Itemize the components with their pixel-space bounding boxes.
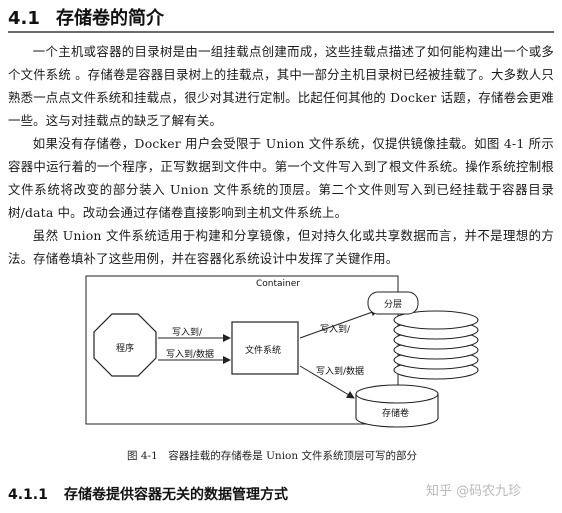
paragraph-3: 虽然 Union 文件系统适用于构建和分享镜像，但对持久化或共享数据而言，并不是… <box>8 228 554 266</box>
paragraph-2: 如果没有存储卷，Docker 用户会受限于 Union 文件系统，仅提供镜像挂载… <box>8 136 554 220</box>
subsection-title: 存储卷提供容器无关的数据管理方式 <box>64 487 288 503</box>
filesystem-box <box>231 321 299 375</box>
body-text: 一个主机或容器的目录树是由一组挂载点创建而成，这些挂载点描述了如何能构建出一个或… <box>8 40 554 270</box>
figure-4-1: Container 程序 写入到/ 写入到/数据 文件系统 写入到/ 写入到/数… <box>84 270 486 428</box>
program-octagon <box>93 313 157 377</box>
figure-caption: 图 4-1 容器挂载的存储卷是 Union 文件系统顶层可写的部分 <box>127 450 417 462</box>
arrow-to-volume <box>299 365 355 399</box>
heading-rule <box>8 31 554 33</box>
figure-diagram <box>85 275 479 428</box>
paragraph-1: 一个主机或容器的目录树是由一组挂载点创建而成，这些挂载点描述了如何能构建出一个或… <box>8 44 554 128</box>
write-to-root-label: 写入到/ <box>320 325 351 335</box>
watermark-text: 知乎 @码农九珍 <box>426 484 522 499</box>
section-title: 存储卷的简介 <box>56 8 164 29</box>
arrow-to-layers <box>299 308 379 339</box>
filesystem-label: 文件系统 <box>245 346 282 356</box>
layers-label: 分层 <box>384 300 403 310</box>
section-heading: 4.1 存储卷的简介 <box>8 4 164 30</box>
write-label-bottom: 写入到/数据 <box>166 350 215 360</box>
write-label-top: 写入到/ <box>172 328 203 338</box>
watermark: 知乎 @码农九珍 <box>426 480 521 499</box>
layers-label-box <box>367 291 419 315</box>
section-number: 4.1 <box>8 8 40 29</box>
write-to-data-label: 写入到/数据 <box>316 367 365 377</box>
container-label: Container <box>256 279 300 289</box>
subsection-heading: 4.1.1 存储卷提供容器无关的数据管理方式 <box>8 484 288 504</box>
volume-label: 存储卷 <box>382 409 410 419</box>
subsection-number: 4.1.1 <box>8 487 48 503</box>
program-label: 程序 <box>116 344 135 354</box>
